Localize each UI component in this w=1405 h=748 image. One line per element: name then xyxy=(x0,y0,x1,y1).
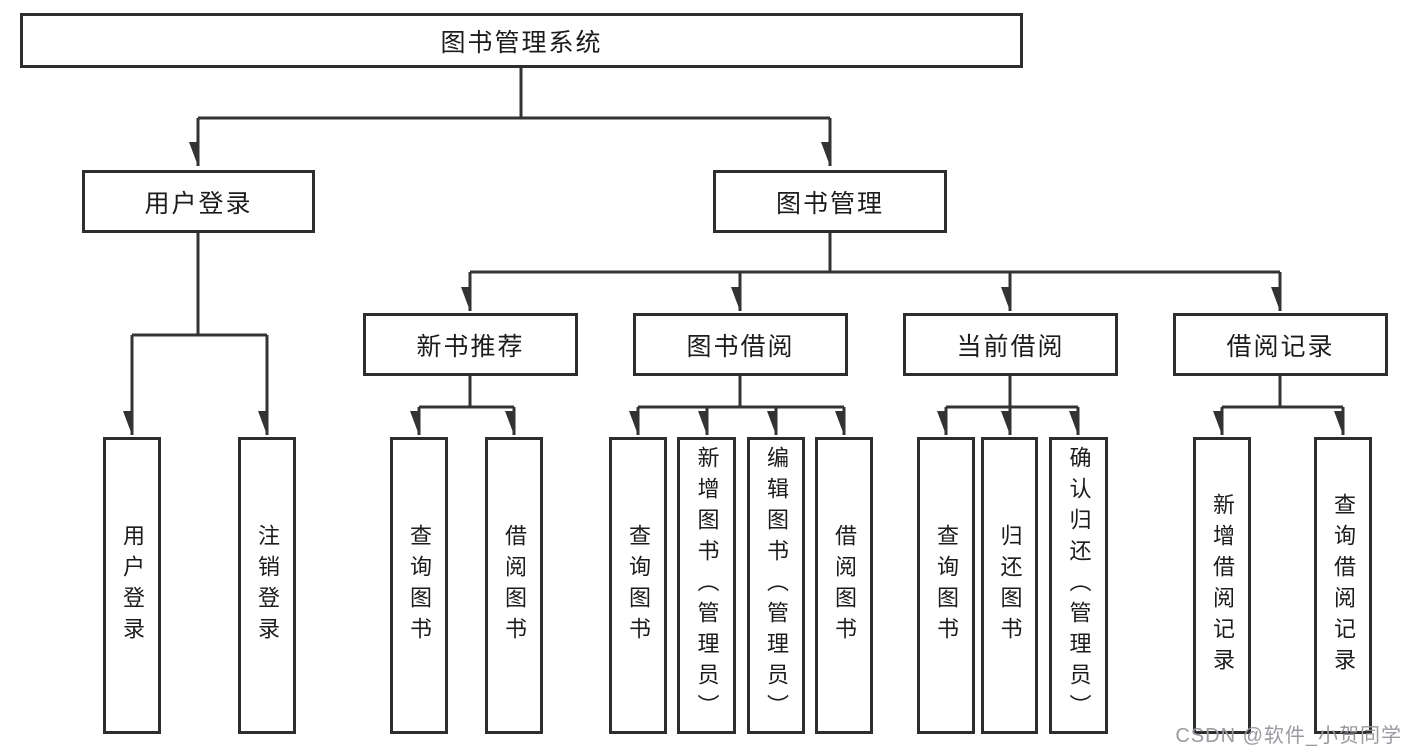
node-borrow-record: 借阅记录 xyxy=(1173,313,1388,376)
node-book-mgmt-label: 图书管理 xyxy=(775,189,884,218)
node-leaf-query-book-b: 查询图书 xyxy=(609,437,667,734)
node-leaf-confirm-return-label: 确认归还（管理员） xyxy=(1066,446,1092,725)
node-leaf-query-record: 查询借阅记录 xyxy=(1314,437,1372,734)
node-root: 图书管理系统 xyxy=(20,13,1023,68)
edge-root-bus xyxy=(198,68,830,120)
node-leaf-logout: 注销登录 xyxy=(238,437,296,734)
node-current-borrow: 当前借阅 xyxy=(903,313,1118,376)
edge-book-borrow-bus xyxy=(638,376,844,409)
node-leaf-add-record: 新增借阅记录 xyxy=(1193,437,1251,734)
node-leaf-user-login-label: 用户登录 xyxy=(120,523,145,648)
node-leaf-edit-book: 编辑图书（管理员） xyxy=(747,437,805,734)
node-borrow-record-label: 借阅记录 xyxy=(1226,332,1335,361)
node-root-label: 图书管理系统 xyxy=(440,28,603,57)
edge-book-mgmt-bus xyxy=(470,233,1280,274)
node-new-book-rec-label: 新书推荐 xyxy=(416,332,525,361)
node-book-mgmt: 图书管理 xyxy=(713,170,947,233)
node-leaf-user-login: 用户登录 xyxy=(103,437,161,734)
node-leaf-confirm-return: 确认归还（管理员） xyxy=(1049,437,1108,734)
node-new-book-rec: 新书推荐 xyxy=(363,313,578,376)
edge-user-login-bus xyxy=(132,233,267,337)
node-leaf-return-book-label: 归还图书 xyxy=(997,523,1023,648)
edge-new-book-rec-bus xyxy=(419,376,514,409)
node-leaf-query-record-label: 查询借阅记录 xyxy=(1331,492,1356,679)
edge-current-borrow-bus xyxy=(946,376,1078,409)
node-leaf-query-book-c: 查询图书 xyxy=(917,437,975,734)
node-current-borrow-label: 当前借阅 xyxy=(956,332,1065,361)
node-leaf-edit-book-label: 编辑图书（管理员） xyxy=(764,446,789,725)
node-leaf-borrow-book-b-label: 借阅图书 xyxy=(832,523,857,648)
node-leaf-borrow-book-a-label: 借阅图书 xyxy=(502,523,527,648)
node-user-login-label: 用户登录 xyxy=(144,189,253,218)
edge-borrow-record-bus xyxy=(1222,376,1343,409)
node-user-login: 用户登录 xyxy=(82,170,315,233)
node-leaf-query-book-a: 查询图书 xyxy=(390,437,448,734)
node-leaf-add-book: 新增图书（管理员） xyxy=(677,437,736,734)
node-leaf-add-record-label: 新增借阅记录 xyxy=(1210,492,1235,679)
node-leaf-borrow-book-a: 借阅图书 xyxy=(485,437,543,734)
node-leaf-borrow-book-b: 借阅图书 xyxy=(815,437,873,734)
csdn-watermark: CSDN @软件_小贺同学 xyxy=(1175,725,1402,747)
node-leaf-add-book-label: 新增图书（管理员） xyxy=(694,446,720,725)
node-book-borrow-label: 图书借阅 xyxy=(686,332,795,361)
node-leaf-query-book-b-label: 查询图书 xyxy=(626,523,651,648)
node-leaf-return-book: 归还图书 xyxy=(981,437,1038,734)
node-leaf-query-book-c-label: 查询图书 xyxy=(934,523,959,648)
node-leaf-logout-label: 注销登录 xyxy=(255,523,280,648)
node-book-borrow: 图书借阅 xyxy=(633,313,848,376)
node-leaf-query-book-a-label: 查询图书 xyxy=(407,523,432,648)
